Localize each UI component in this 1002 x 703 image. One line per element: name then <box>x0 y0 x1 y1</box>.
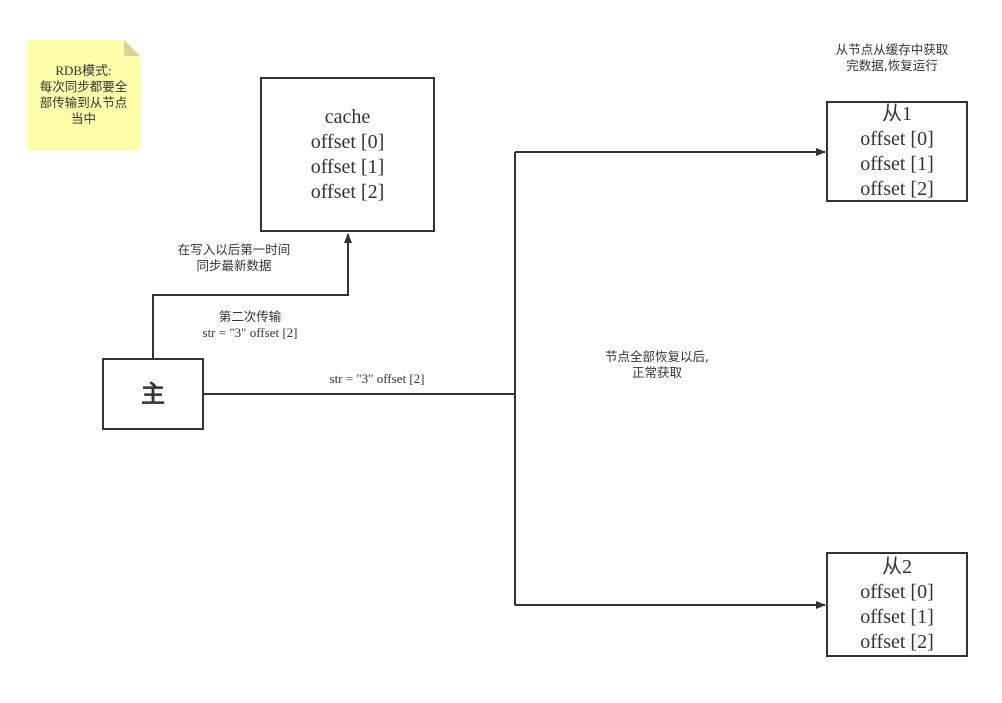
cache-offset-0: offset [0] <box>310 130 385 153</box>
label-slave-fetch-line2: 完数据,恢复运行 <box>846 58 938 73</box>
cache-offset-1: offset [1] <box>310 155 385 178</box>
label-recovered-line2: 正常获取 <box>631 365 682 380</box>
label-slave-fetch: 从节点从缓存中获取 完数据,恢复运行 <box>812 42 972 74</box>
label-main-line-payload: str = "3" offset [2] <box>297 371 457 387</box>
note-line-1: RDB模式: <box>55 63 112 78</box>
rdb-note-text: RDB模式: 每次同步都要全 部传输到从节点 当中 <box>31 63 136 127</box>
slave2-offset-2: offset [2] <box>860 630 934 653</box>
slave1-title: 从1 <box>882 102 912 125</box>
rdb-note <box>27 40 140 150</box>
label-sync-after-write-line2: 同步最新数据 <box>196 258 272 273</box>
slave2-box: 从2 offset [0] offset [1] offset [2] <box>826 552 968 657</box>
slave2-offset-0: offset [0] <box>860 580 934 603</box>
slave1-offset-1: offset [1] <box>860 152 934 175</box>
cache-title: cache <box>324 105 371 128</box>
label-slave-fetch-line1: 从节点从缓存中获取 <box>835 42 949 57</box>
slave2-offset-1: offset [1] <box>860 605 934 628</box>
label-recovered: 节点全部恢复以后, 正常获取 <box>577 349 737 381</box>
label-second-transfer: 第二次传输 str = "3" offset [2] <box>170 309 330 341</box>
note-line-3: 部传输到从节点 <box>39 95 128 110</box>
label-second-transfer-line1: 第二次传输 <box>218 309 282 324</box>
note-line-4: 当中 <box>70 111 96 126</box>
cache-offset-2: offset [2] <box>310 180 385 203</box>
cache-box: cache offset [0] offset [1] offset [2] <box>260 77 435 232</box>
label-sync-after-write-line1: 在写入以后第一时间 <box>177 242 291 257</box>
label-second-transfer-line2: str = "3" offset [2] <box>202 325 298 340</box>
master-label: 主 <box>141 379 165 408</box>
master-box: 主 <box>102 358 204 430</box>
note-line-2: 每次同步都要全 <box>39 79 128 94</box>
edge-master-to-cache <box>152 233 352 358</box>
slave2-title: 从2 <box>882 555 912 578</box>
slave1-offset-2: offset [2] <box>860 177 934 200</box>
slave1-box: 从1 offset [0] offset [1] offset [2] <box>826 101 968 202</box>
label-main-line-payload-text: str = "3" offset [2] <box>329 371 425 386</box>
label-recovered-line1: 节点全部恢复以后, <box>605 349 709 364</box>
slave1-offset-0: offset [0] <box>860 127 934 150</box>
label-sync-after-write: 在写入以后第一时间 同步最新数据 <box>154 242 314 274</box>
